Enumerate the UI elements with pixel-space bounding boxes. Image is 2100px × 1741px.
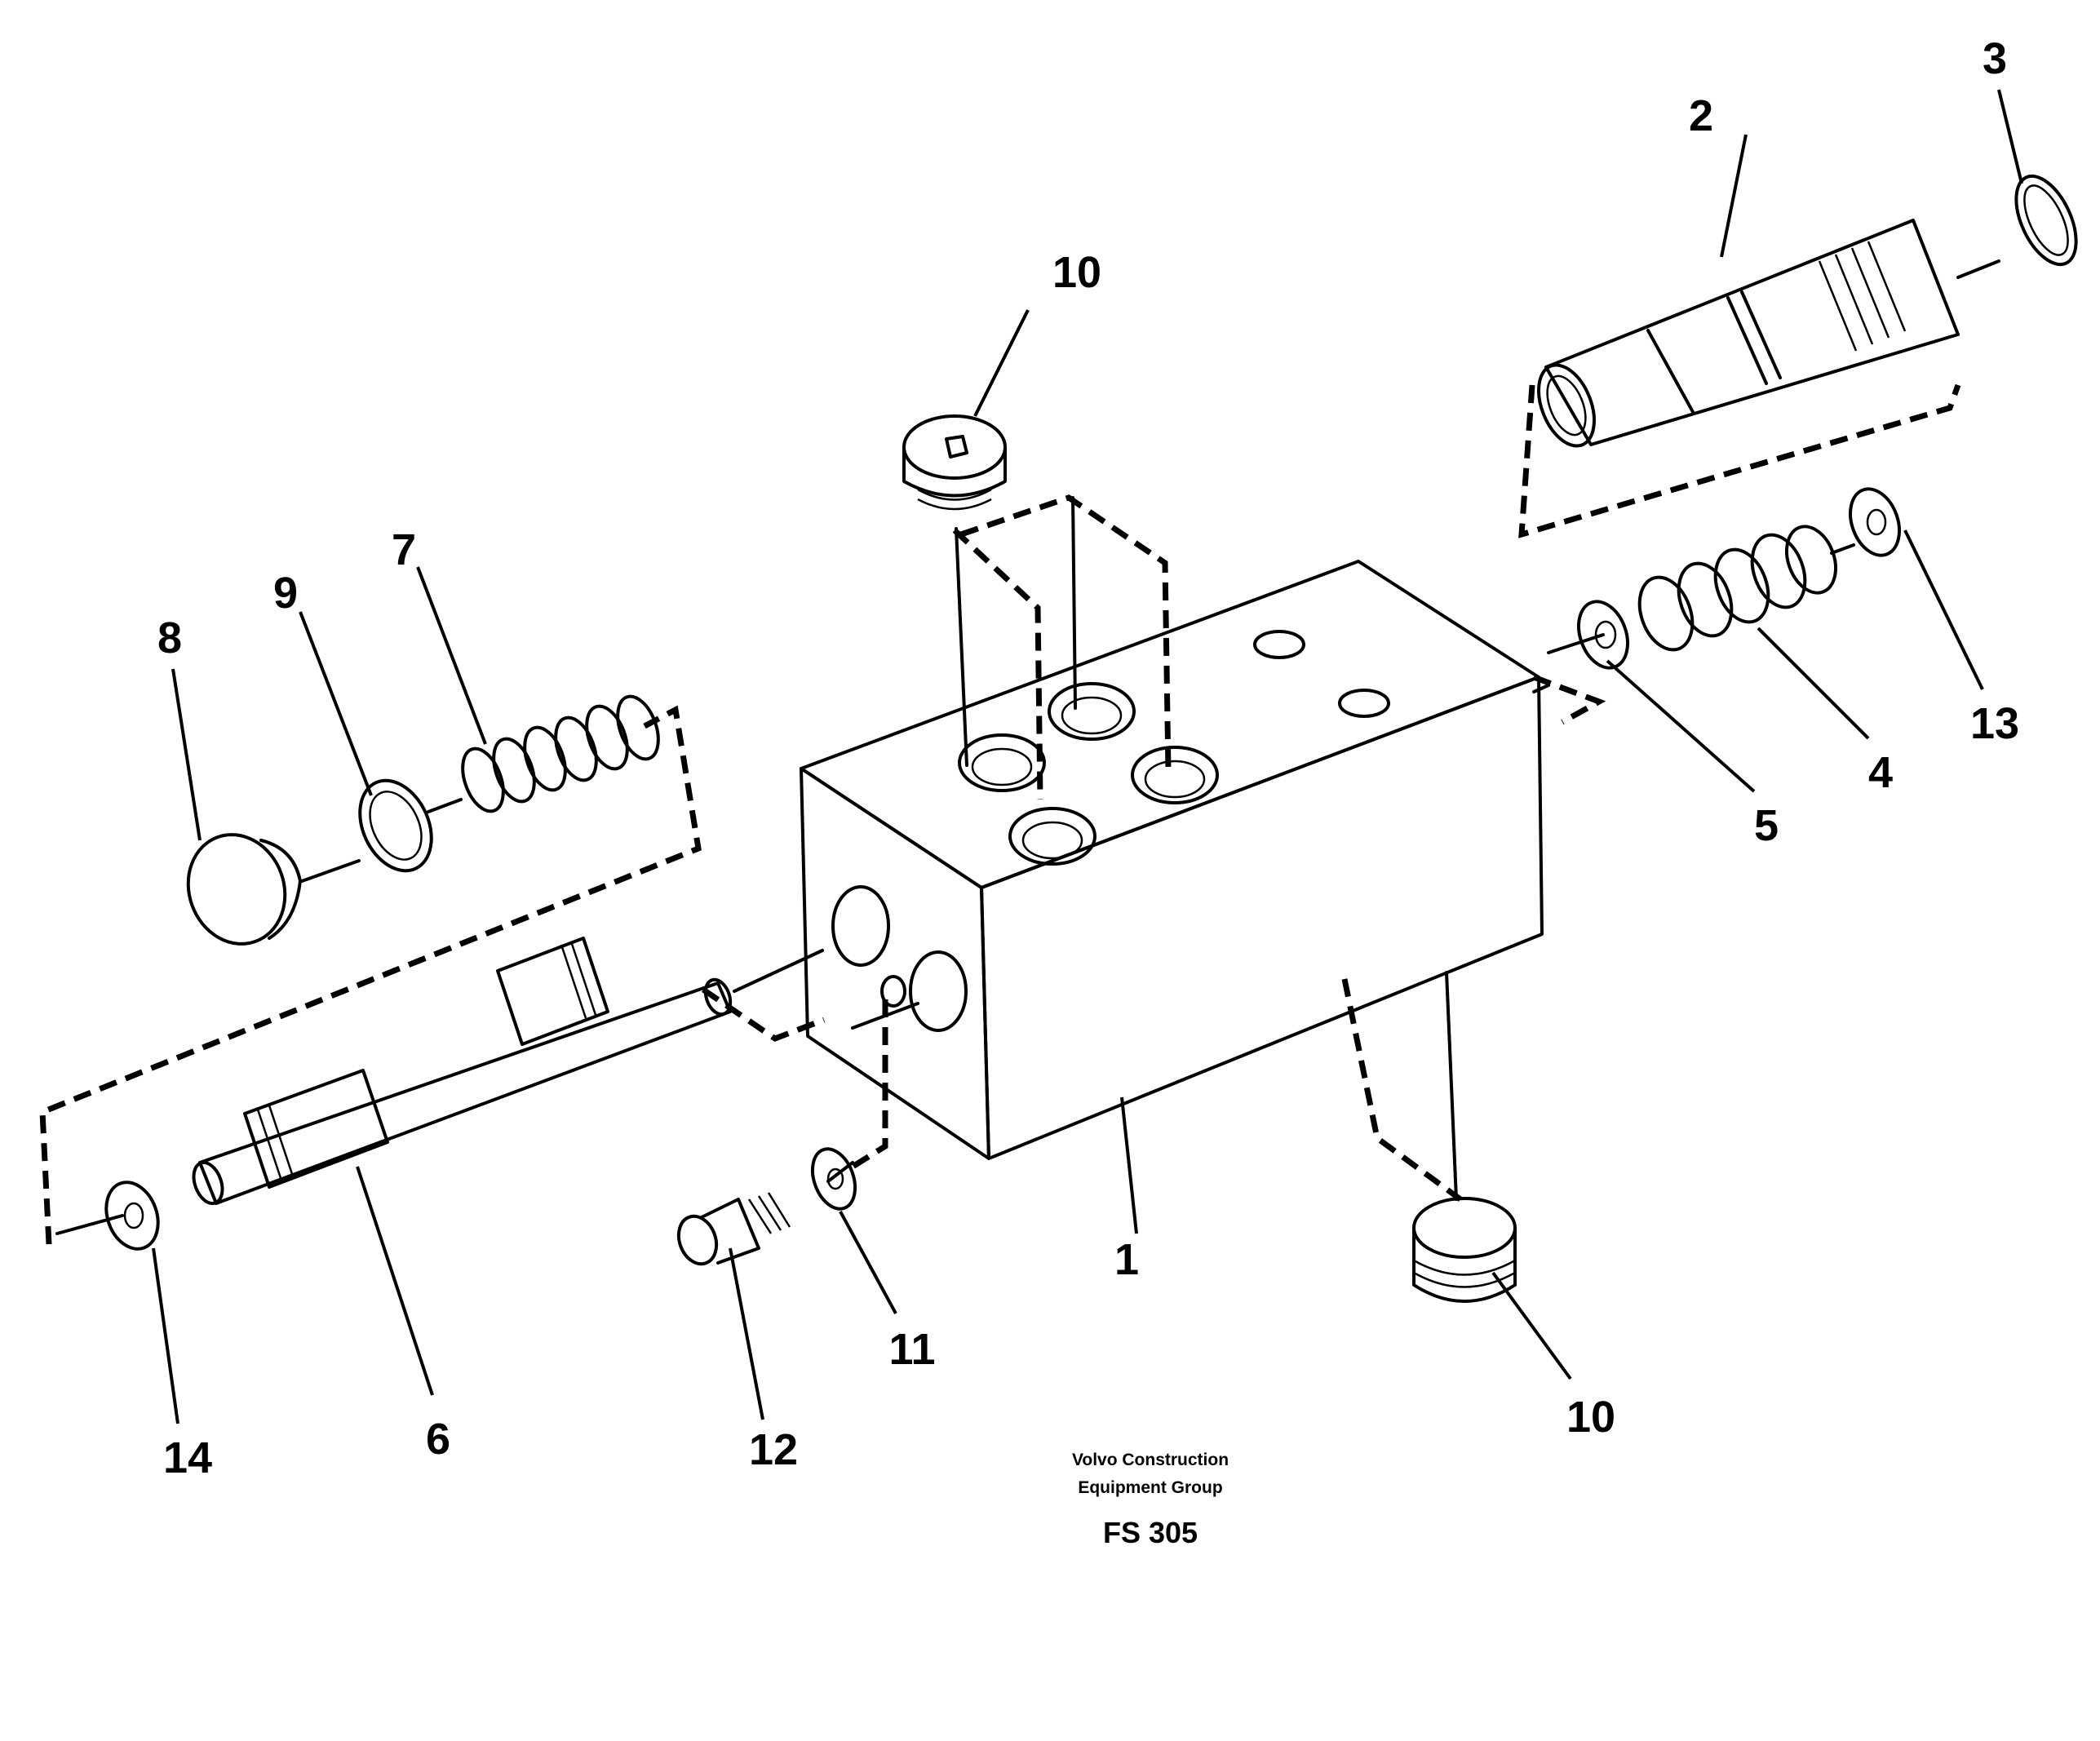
spring-part-4 xyxy=(1637,525,1855,652)
callout-12: 12 xyxy=(749,1425,798,1474)
company-caption: Volvo Construction Equipment Group xyxy=(1003,1446,1297,1502)
callout-2: 2 xyxy=(1689,91,1713,140)
callout-6: 6 xyxy=(426,1415,450,1464)
spring-part-7 xyxy=(461,694,660,813)
callout-1: 1 xyxy=(1114,1235,1139,1284)
washer-part-11 xyxy=(810,1147,857,1211)
company-line-1: Volvo Construction xyxy=(1071,1451,1229,1469)
spool-part-6 xyxy=(192,937,733,1206)
callout-4: 4 xyxy=(1868,748,1893,797)
sleeve-part xyxy=(1537,219,2000,448)
o-ring-part-9 xyxy=(358,778,463,873)
valve-block xyxy=(800,560,1544,1160)
washer-part-13 xyxy=(1849,487,1901,557)
figure-code: FS 305 xyxy=(1102,1516,1198,1549)
leader-lines xyxy=(152,89,2023,1424)
callout-3: 3 xyxy=(1983,34,2007,83)
callout-10-top: 10 xyxy=(1052,248,1101,297)
screw-part-12 xyxy=(676,1192,791,1266)
plug-part-10-bottom xyxy=(1412,1197,1517,1303)
callout-10-bottom: 10 xyxy=(1566,1393,1615,1442)
callout-8: 8 xyxy=(157,614,182,662)
callout-7: 7 xyxy=(392,525,416,574)
callout-labels: 1 2 3 4 5 6 7 8 9 10 10 11 12 13 14 xyxy=(157,34,2019,1482)
callout-13: 13 xyxy=(1970,699,2019,748)
callout-5: 5 xyxy=(1754,801,1779,850)
company-line-2: Equipment Group xyxy=(1078,1478,1223,1497)
washer-part-14 xyxy=(104,1181,160,1251)
assembly-guide-lines xyxy=(39,383,1961,1245)
plug-part-8 xyxy=(186,833,361,946)
callout-9: 9 xyxy=(273,569,298,618)
plug-part-10-top xyxy=(902,414,1007,511)
callout-11: 11 xyxy=(888,1325,935,1374)
o-ring-part-3 xyxy=(2014,174,2078,267)
callout-14: 14 xyxy=(163,1433,212,1482)
